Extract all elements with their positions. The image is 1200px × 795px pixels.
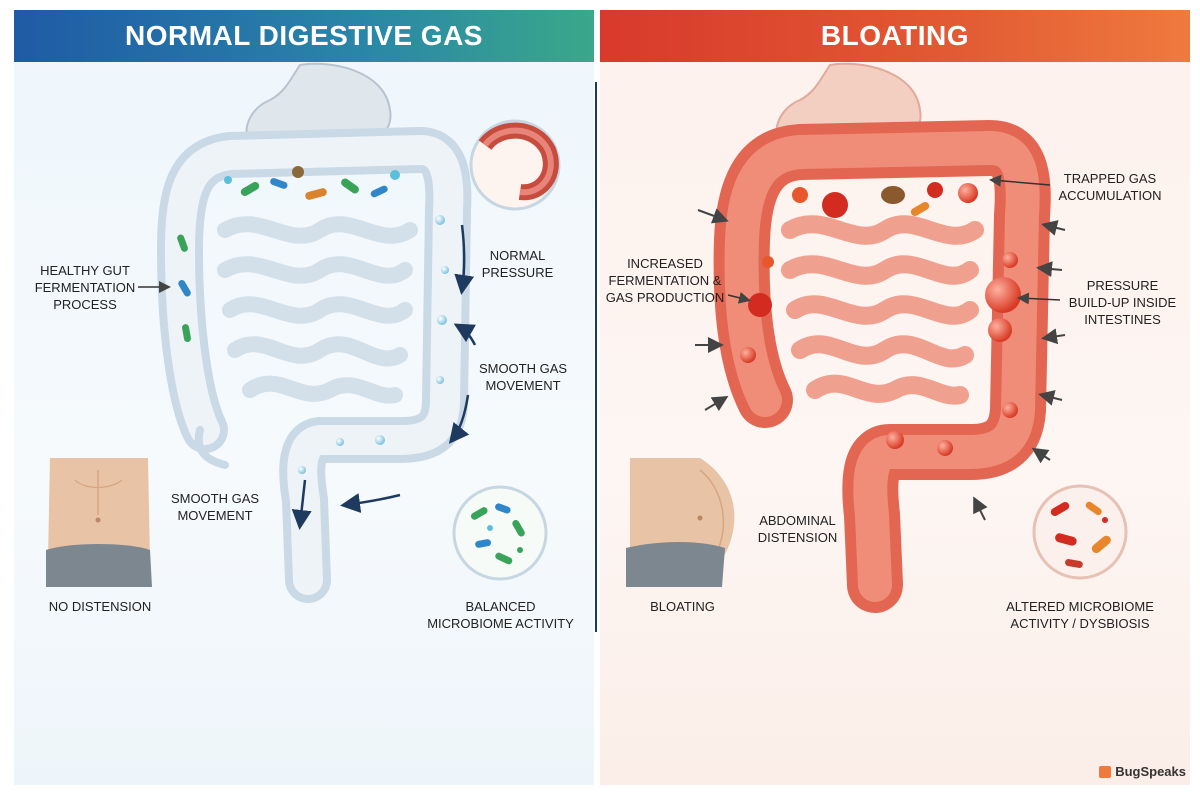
balanced-microbiome-inset — [452, 485, 548, 581]
normal-pressure-inset — [469, 119, 561, 211]
label-altered-microbiome: ALTERED MICROBIOME ACTIVITY / DYSBIOSIS — [1006, 599, 1154, 631]
brand-name: BugSpeaks — [1115, 764, 1186, 779]
bloated-gut-illustration — [695, 62, 1066, 613]
normal-header: NORMAL DIGESTIVE GAS — [14, 10, 594, 62]
brand-logo: BugSpeaks — [1099, 764, 1186, 779]
panel-divider — [595, 82, 597, 632]
label-balanced-microbiome: BALANCED MICROBIOME ACTIVITY — [427, 599, 574, 631]
flat-abdomen-illustration — [46, 458, 152, 587]
label-normal-pressure: NORMAL PRESSURE — [481, 248, 554, 280]
label-bloating: BLOATING — [650, 599, 715, 614]
label-increased-fermentation: INCREASED FERMENTATION & GAS PRODUCTION — [605, 256, 725, 305]
normal-gut-illustration — [138, 62, 477, 603]
dysbiosis-inset — [1032, 484, 1128, 580]
brand-mark-icon — [1099, 765, 1112, 778]
distended-abdomen-illustration — [626, 458, 735, 587]
label-smooth-gas-bottom: SMOOTH GAS MOVEMENT — [170, 491, 260, 523]
label-healthy-gut: HEALTHY GUT FERMENTATION PROCESS — [34, 263, 136, 312]
label-trapped-gas: TRAPPED GAS ACCUMULATION — [1058, 171, 1162, 203]
normal-small-intestine — [217, 216, 418, 404]
label-pressure-buildup: PRESSURE BUILD-UP INSIDE INTESTINES — [1068, 278, 1177, 327]
label-abdominal-distension: ABDOMINAL DISTENSION — [757, 513, 838, 545]
bloating-header: BLOATING — [600, 10, 1190, 62]
label-no-distension: NO DISTENSION — [48, 599, 152, 614]
label-smooth-gas-right: SMOOTH GAS MOVEMENT — [478, 361, 568, 393]
bloated-small-intestine — [781, 215, 984, 405]
